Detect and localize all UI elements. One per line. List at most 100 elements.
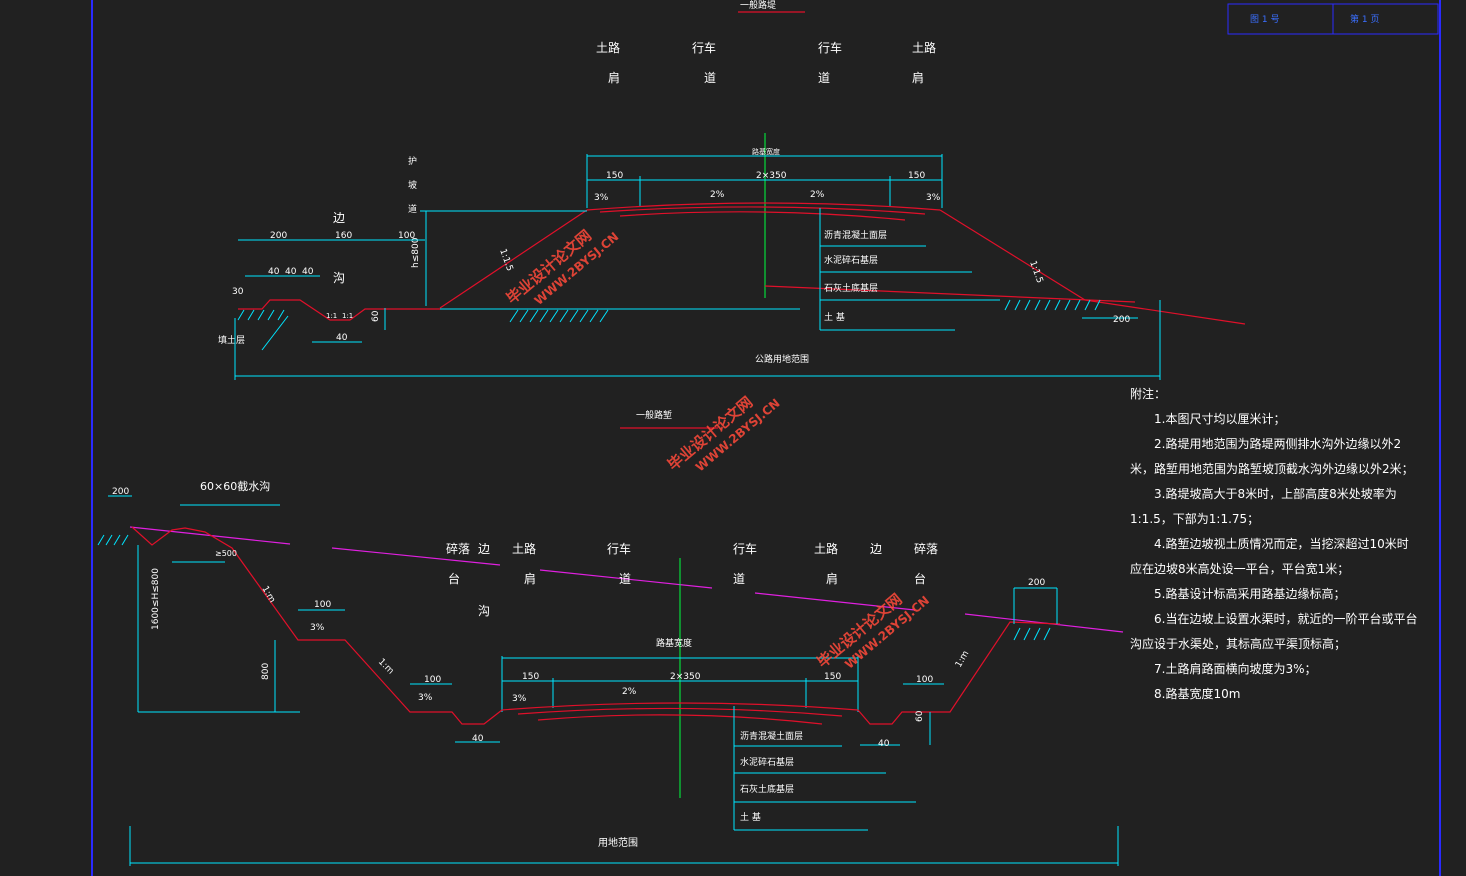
upper-pavement-layers — [586, 202, 941, 221]
upper-dim-40: 40 — [336, 333, 348, 343]
lower-layer-3: 石灰土底基层 — [740, 783, 794, 795]
upper-layer-1: 沥青混凝土面层 — [824, 229, 887, 241]
lower-dim-500: ≥500 — [215, 549, 237, 558]
lower-dim-100-c: 100 — [916, 675, 933, 685]
lower-section-title: 一般路堑 — [636, 409, 672, 421]
note-4: 4.路堑边坡视土质情况而定，当挖深超过10米时应在边坡8米高处设一平台，平台宽1… — [1130, 537, 1409, 576]
title-block: 图 1 号 第 1 页 — [1227, 3, 1439, 35]
lower-slope-3-ditch-l: 3% — [418, 693, 433, 703]
note-3: 3.路堤坡高大于8米时，上部高度8米处坡率为1:1.5，下部为1:1.75； — [1130, 487, 1397, 526]
upper-right-lane-1: 行车 — [818, 40, 842, 55]
upper-ditch-slope-r: 1:1 — [342, 312, 353, 320]
lower-dim-800: 800 — [261, 663, 271, 680]
lower-berm-right-2: 台 — [914, 571, 926, 586]
upper-slope-ratio-left: 1:1.5 — [497, 248, 514, 273]
upper-dim-60: 60 — [371, 310, 381, 322]
upper-dim-40c: 40 — [302, 267, 314, 277]
upper-slope-road-3: 道 — [408, 203, 417, 215]
lower-land-range-label: 用地范围 — [598, 836, 638, 849]
lower-berm-left-1: 碎落 — [446, 541, 470, 556]
note-7: 7.土路肩路面横向坡度为3%； — [1154, 662, 1317, 676]
lower-left-shoulder-1: 土路 — [512, 541, 536, 556]
lower-slope-2: 2% — [622, 687, 637, 697]
upper-slope-3-right: 3% — [926, 193, 941, 203]
lower-cut-slope-1: 1:m — [259, 585, 276, 605]
lower-right-shoulder-2: 肩 — [826, 571, 838, 586]
upper-dim-40a: 40 — [268, 267, 280, 277]
upper-slope-road-1: 护 — [408, 155, 417, 167]
upper-land-range-label: 公路用地范围 — [755, 353, 809, 365]
lower-dim-40-left: 40 — [472, 734, 484, 744]
upper-ditch-label-2: 沟 — [333, 271, 345, 285]
watermark-1: 毕业设计论文网 WWW.2BYSJ.CN — [503, 226, 622, 307]
lower-right-lane-1: 行车 — [733, 541, 757, 556]
lower-dim-100-a: 100 — [314, 600, 331, 610]
upper-dim-150-right: 150 — [908, 171, 925, 181]
upper-dim-2x350: 2×350 — [756, 171, 787, 181]
note-8: 8.路基宽度10m — [1154, 687, 1241, 701]
upper-slope-2-right: 2% — [810, 190, 825, 200]
lower-layer-1: 沥青混凝土面层 — [740, 730, 803, 742]
lower-berm-left-2: 台 — [448, 571, 460, 586]
upper-layer-3: 石灰土底基层 — [824, 282, 878, 294]
upper-layer-2: 水泥碎石基层 — [824, 254, 878, 266]
lower-dim-100-b: 100 — [424, 675, 441, 685]
lower-cut-slope-2: 1:m — [376, 657, 395, 676]
lower-section: 一般路堑 60×60截水沟 200 碎落 台 边 沟 土路 肩 行车 道 行车 … — [97, 409, 1124, 866]
lower-dim-200-right: 200 — [1028, 578, 1045, 588]
lower-right-shoulder-1: 土路 — [814, 541, 838, 556]
upper-slope-3-left: 3% — [594, 193, 609, 203]
lower-left-shoulder-2: 肩 — [524, 571, 536, 586]
lower-ditch-left-1: 边 — [478, 542, 490, 556]
upper-right-shoulder-1: 土路 — [912, 40, 936, 55]
notes-title: 附注： — [1130, 387, 1167, 401]
title-block-cell1: 图 1 号 — [1250, 14, 1279, 25]
note-1: 1.本图尺寸均以厘米计； — [1154, 412, 1286, 426]
lower-left-lane-2: 道 — [619, 572, 631, 586]
upper-dim-150-left: 150 — [606, 171, 623, 181]
lower-dim-60: 60 — [915, 710, 925, 722]
lower-dim-40-right: 40 — [878, 739, 890, 749]
upper-slope-ratio-right: 1:1.5 — [1027, 260, 1044, 285]
lower-drain-label: 60×60截水沟 — [200, 479, 270, 493]
upper-dim-h800: h≤800 — [411, 237, 421, 268]
lower-left-lane-1: 行车 — [607, 541, 631, 556]
upper-soil-fill: 填土层 — [218, 334, 245, 346]
upper-dim-200: 200 — [270, 231, 287, 241]
upper-dim-160: 160 — [335, 231, 352, 241]
lower-width-label: 路基宽度 — [656, 637, 692, 649]
lower-right-lane-2: 道 — [733, 572, 745, 586]
lower-ground-hatch-left — [97, 534, 129, 546]
upper-slope-road-2: 坡 — [408, 179, 417, 191]
upper-ditch-profile — [238, 299, 440, 321]
upper-ditch-label-1: 边 — [333, 211, 345, 225]
lower-berm-right-1: 碎落 — [914, 541, 938, 556]
lower-ditch-left-2: 沟 — [478, 604, 490, 618]
upper-left-shoulder-1: 土路 — [596, 40, 620, 55]
upper-ground-hatch — [509, 309, 609, 323]
upper-dim-30: 30 — [232, 287, 244, 297]
upper-right-shoulder-2: 肩 — [912, 70, 924, 85]
lower-dim-1600: 1600≤H≤800 — [151, 568, 161, 630]
upper-layer-4: 土 基 — [824, 311, 845, 323]
lower-pavement-layers — [501, 702, 859, 725]
lower-slope-3-berm: 3% — [310, 623, 325, 633]
lower-dim-150-right: 150 — [824, 672, 841, 682]
upper-dim-100: 100 — [398, 231, 415, 241]
upper-left-lane-1: 行车 — [692, 40, 716, 55]
upper-slope-2-left: 2% — [710, 190, 725, 200]
title-block-cell2: 第 1 页 — [1350, 13, 1379, 25]
upper-left-lane-2: 道 — [704, 71, 716, 85]
upper-section-title: 一般路堤 — [740, 0, 776, 11]
upper-right-lane-2: 道 — [818, 71, 830, 85]
upper-left-shoulder-2: 肩 — [608, 70, 620, 85]
upper-ditch-slope-l: 1:1 — [326, 312, 337, 320]
upper-section: 一般路堤 土路 肩 行车 道 行车 道 土路 肩 路基宽度 150 2×350 … — [218, 0, 1246, 380]
upper-dim-200-right: 200 — [1113, 315, 1130, 325]
lower-cut-profile-right — [857, 621, 1061, 725]
lower-slope-3-left: 3% — [512, 694, 527, 704]
lower-layer-4: 土 基 — [740, 811, 761, 823]
lower-cut-slope-3: 1:m — [954, 649, 971, 669]
lower-dim-2x350: 2×350 — [670, 672, 701, 682]
